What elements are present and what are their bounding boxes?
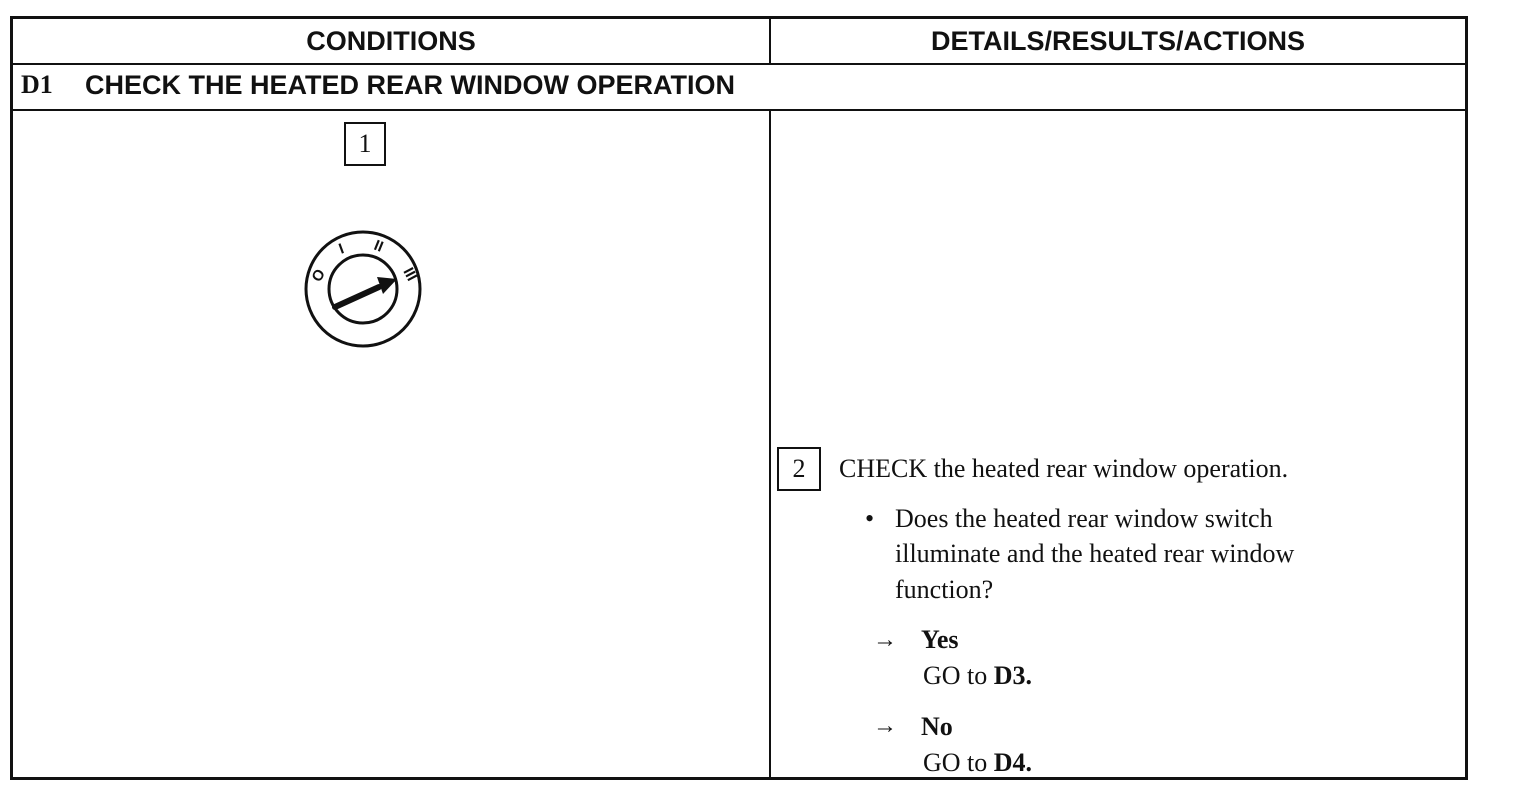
switch-position-0: O bbox=[308, 266, 329, 286]
no-action-prefix: GO to bbox=[923, 748, 994, 777]
bullet-icon: • bbox=[865, 504, 875, 533]
yes-arrow-icon: → bbox=[873, 627, 897, 653]
yes-label: Yes bbox=[921, 625, 959, 654]
question-line-1: Does the heated rear window switch bbox=[895, 504, 1273, 533]
details-header: DETAILS/RESULTS/ACTIONS bbox=[930, 26, 1305, 56]
switch-position-1: I bbox=[337, 240, 347, 257]
no-arrow-icon: → bbox=[873, 713, 897, 739]
step-title-row: D1 CHECK THE HEATED REAR WINDOW OPERATIO… bbox=[13, 65, 1465, 111]
yes-target-link[interactable]: D3. bbox=[993, 661, 1033, 690]
step-code: D1 bbox=[21, 70, 53, 99]
check-instruction: CHECK the heated rear window operation. bbox=[839, 454, 1289, 483]
yes-action: GO to D3. bbox=[923, 661, 1032, 691]
step-title: CHECK THE HEATED REAR WINDOW OPERATION bbox=[85, 70, 735, 100]
ignition-switch-icon: O I II III bbox=[304, 230, 422, 348]
column-divider bbox=[769, 110, 771, 777]
no-target-link[interactable]: D4. bbox=[993, 748, 1033, 777]
header-divider bbox=[769, 19, 771, 63]
action-step-number: 2 bbox=[777, 447, 821, 491]
condition-step-number: 1 bbox=[344, 122, 386, 166]
switch-position-2: II bbox=[372, 237, 386, 256]
no-label: No bbox=[921, 712, 953, 741]
yes-action-prefix: GO to bbox=[923, 661, 994, 690]
diagnostic-table: CONDITIONS DETAILS/RESULTS/ACTIONS D1 CH… bbox=[10, 16, 1468, 780]
conditions-header: CONDITIONS bbox=[306, 26, 476, 56]
question-line-2: illuminate and the heated rear window bbox=[895, 539, 1295, 568]
table-header: CONDITIONS DETAILS/RESULTS/ACTIONS bbox=[13, 19, 1465, 65]
question-line-3: function? bbox=[895, 575, 994, 604]
no-action: GO to D4. bbox=[923, 748, 1032, 778]
